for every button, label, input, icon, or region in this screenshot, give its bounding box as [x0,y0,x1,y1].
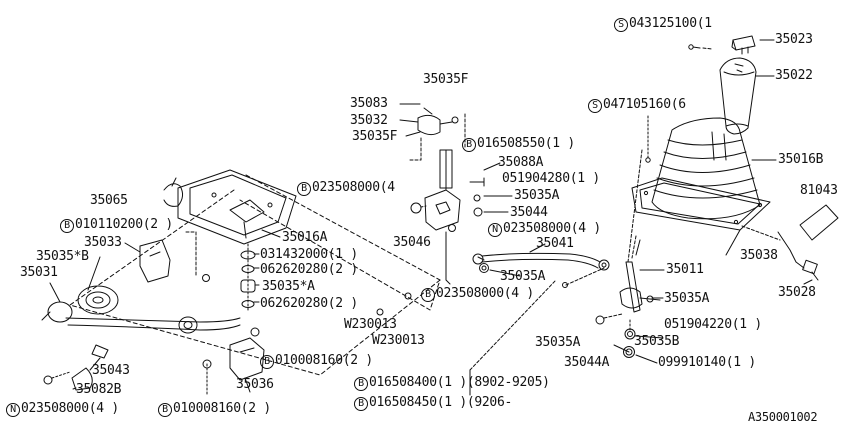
part-label-35035f-mid: 35035F [352,129,398,144]
part-label-35043: 35043 [92,363,130,378]
shift-knob-cap-drawing [731,35,756,55]
part-label-35033: 35033 [84,235,122,250]
bushing-35031-drawing [41,285,119,323]
part-label-35082b: 35082B [76,382,122,397]
part-label-062620280-a: 062620280(2 ) [260,262,358,277]
part-label-35046: 35046 [393,235,431,250]
bush-35035a [595,315,605,325]
figure-id: A350001002 [748,410,818,424]
part-label-051904280: 051904280(1 ) [502,171,600,186]
part-label-35032: 35032 [350,113,388,128]
part-label-35035f-top: 35035F [423,72,469,87]
part-label-w230013-a: W230013 [344,317,397,332]
part-label-35065: 35065 [90,193,128,208]
part-label-35035a-lower: 35035A [535,335,581,350]
part-label-35088a: 35088A [498,155,544,170]
shift-boot-drawing [651,117,761,220]
callout-letter-b: B [297,182,311,196]
bolt-010008160-right [250,327,260,337]
callout-letter-n: N [488,223,502,237]
nut-023508000 [410,202,422,214]
part-label-35031: 35031 [20,265,58,280]
label-sticker-drawing [799,204,839,241]
part-label-35022: 35022 [775,68,813,83]
part-label-099910140: 099910140(1 ) [658,355,756,370]
part-label-35016a: 35016A [282,230,328,245]
part-label-35023: 35023 [775,32,813,47]
bracket-35036-drawing [229,337,265,381]
boot-plate-drawing [631,177,771,231]
joint-35032-drawing [417,107,459,136]
part-label-35035a-mid: 35035A [514,188,560,203]
part-label-35035-b-left: 35035*B [36,249,89,264]
callout-letter-s: S [588,99,602,113]
bracket-35033-drawing [139,239,171,283]
part-label-062620280-b: 062620280(2 ) [260,296,358,311]
part-label-35028: 35028 [778,285,816,300]
callout-letter-b: B [260,355,274,369]
part-label-35035-a-center: 35035*A [262,279,315,294]
callout-letter-s: S [614,18,628,32]
part-label-031432000: 031432000(1 ) [260,247,358,262]
shift-rod-drawing [65,316,241,334]
part-label-35011: 35011 [666,262,704,277]
part-label-w230013-b: W230013 [372,333,425,348]
part-label-81043: 81043 [800,183,838,198]
ring-099910140 [623,346,635,358]
callout-letter-b: B [462,138,476,152]
part-label-35035b: 35035B [634,334,680,349]
bracket-35046-drawing [424,149,461,231]
rod-drawing [472,252,610,271]
callout-letter-b: B [354,397,368,411]
part-label-35041: 35041 [536,236,574,251]
shift-lever-drawing [619,239,661,313]
callout-letter-n: N [6,403,20,417]
part-label-35035a-rod: 35035A [500,269,546,284]
part-label-35038: 35038 [740,248,778,263]
callout-letter-b: B [158,403,172,417]
part-label-35044: 35044 [510,205,548,220]
part-label-051904220: 051904220(1 ) [664,317,762,332]
part-label-35036: 35036 [236,377,274,392]
cable-drawing [777,231,819,281]
part-label-35083: 35083 [350,96,388,111]
spring-clip-35065 [163,183,184,207]
grommet-35035a [479,263,489,273]
callout-letter-b: B [60,219,74,233]
callout-letter-b: B [421,288,435,302]
shift-knob-drawing [719,57,757,135]
part-label-35035a-lever: 35035A [664,291,710,306]
callout-letter-b: B [354,377,368,391]
part-label-35044a: 35044A [564,355,610,370]
part-label-35016b: 35016B [778,152,824,167]
